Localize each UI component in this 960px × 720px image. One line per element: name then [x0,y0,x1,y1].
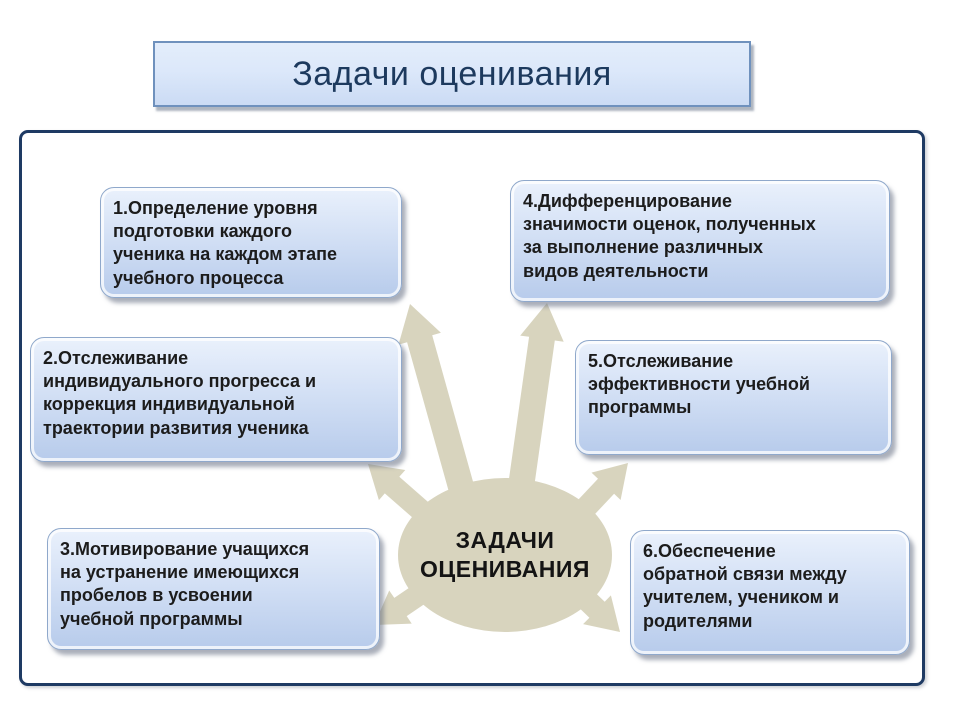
task-card-6: 6.Обеспечение обратной связи между учите… [630,530,910,655]
center-ellipse: ЗАДАЧИ ОЦЕНИВАНИЯ [398,478,612,632]
task-card-1: 1.Определение уровня подготовки каждого … [100,187,402,298]
slide-title-bar: Задачи оценивания [153,41,751,107]
task-card-5: 5.Отслеживание эффективности учебной про… [575,340,892,455]
task-card-text: 6.Обеспечение обратной связи между учите… [643,541,847,631]
task-card-4: 4.Дифференцирование значимости оценок, п… [510,180,890,302]
task-card-text: 3.Мотивирование учащихся на устранение и… [60,539,310,629]
task-card-text: 2.Отслеживание индивидуального прогресса… [43,348,317,438]
task-card-text: 4.Дифференцирование значимости оценок, п… [523,191,816,281]
slide-title: Задачи оценивания [292,54,612,93]
task-card-3: 3.Мотивирование учащихся на устранение и… [47,528,380,650]
task-card-2: 2.Отслеживание индивидуального прогресса… [30,337,402,462]
task-card-text: 1.Определение уровня подготовки каждого … [113,198,338,288]
task-card-text: 5.Отслеживание эффективности учебной про… [588,351,810,418]
center-ellipse-label: ЗАДАЧИ ОЦЕНИВАНИЯ [420,527,590,582]
